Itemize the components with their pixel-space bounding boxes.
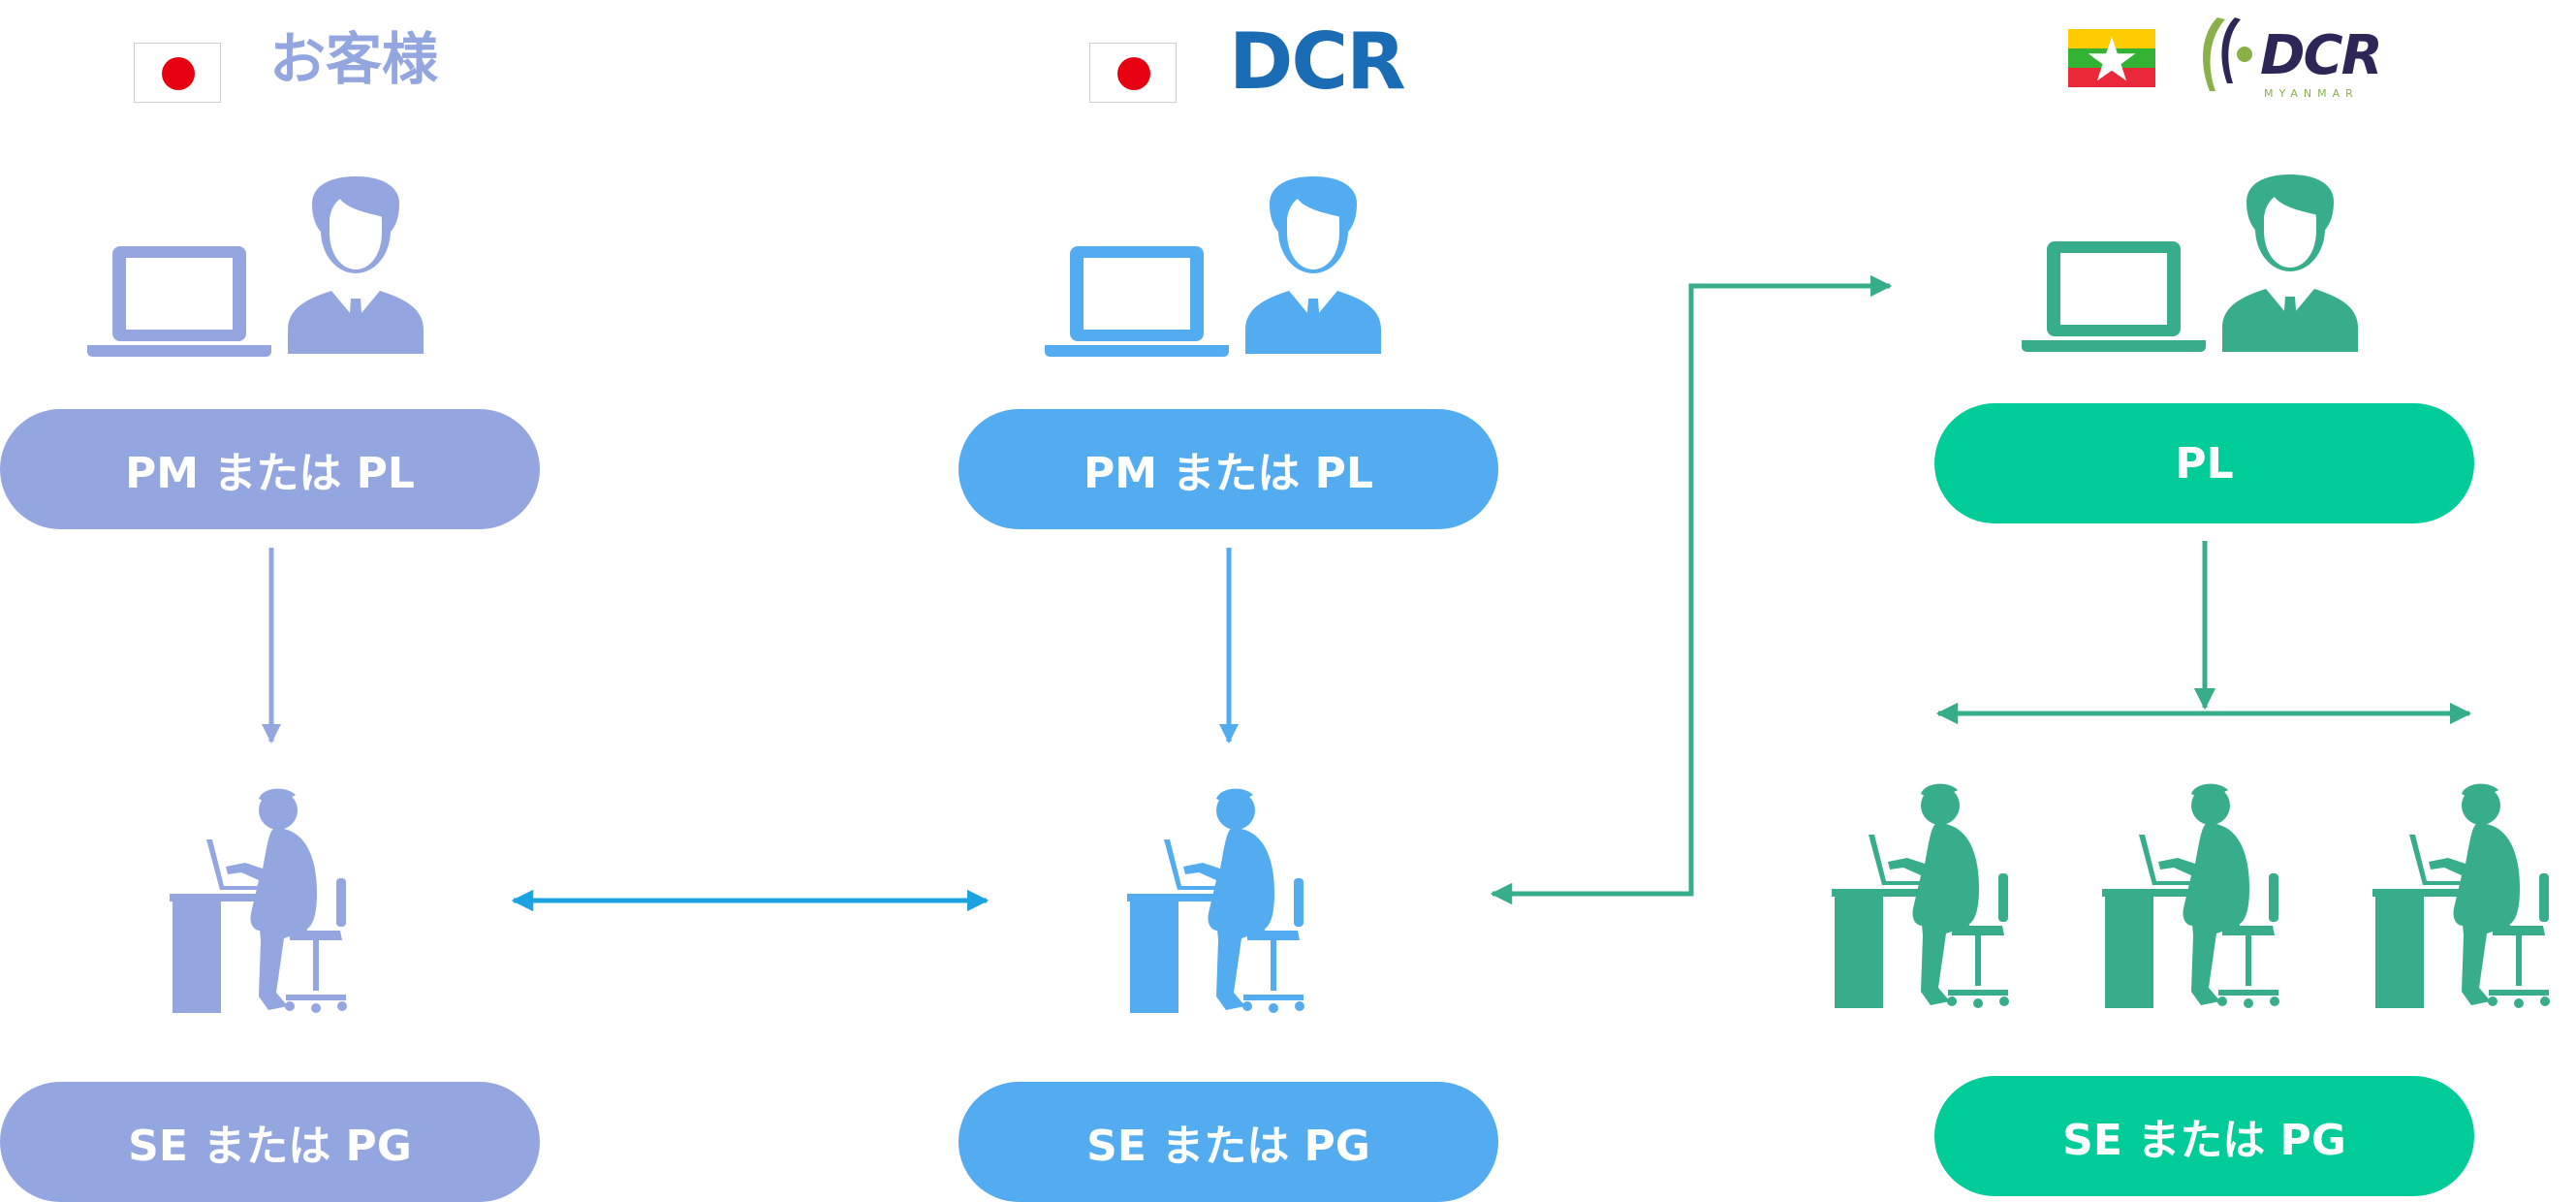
- japan-flag: [134, 43, 221, 103]
- dcr-myanmar-logo-subtitle: MYANMAR: [2264, 87, 2359, 100]
- businessman-icon: [1245, 176, 1381, 354]
- myanmar-flag: [2068, 29, 2155, 87]
- businessman-icon: [2222, 174, 2358, 352]
- arrow-dcr-se-to-myanmar-pl: [1490, 274, 1893, 905]
- person-at-desk-icon: [1832, 783, 2009, 1008]
- person-at-desk-icon: [2372, 783, 2550, 1008]
- dcr-myanmar-logo: DCR: [2260, 24, 2383, 87]
- person-at-desk-icon: [2102, 783, 2279, 1008]
- client-se-pg-pill: SE または PG: [0, 1082, 540, 1202]
- myanmar-pl-pill: PL: [1934, 403, 2474, 523]
- laptop-icon: [2022, 241, 2206, 352]
- dcr-se-pg-pill: SE または PG: [958, 1082, 1498, 1202]
- dcr-logo: DCR: [1229, 16, 1406, 107]
- myanmar-se-pg-pill: SE または PG: [1934, 1076, 2474, 1196]
- laptop-icon: [87, 246, 271, 357]
- laptop-icon: [1045, 246, 1229, 357]
- person-at-desk-icon: [1127, 788, 1304, 1013]
- dcr-myanmar-swoosh-icon: [2203, 17, 2252, 91]
- dcr-pm-pl-pill: PM または PL: [958, 409, 1498, 529]
- japan-flag: [1089, 43, 1177, 103]
- businessman-icon: [288, 176, 424, 354]
- client-heading: お客様: [269, 26, 439, 92]
- client-pm-pl-pill: PM または PL: [0, 409, 540, 529]
- person-at-desk-icon: [170, 788, 347, 1013]
